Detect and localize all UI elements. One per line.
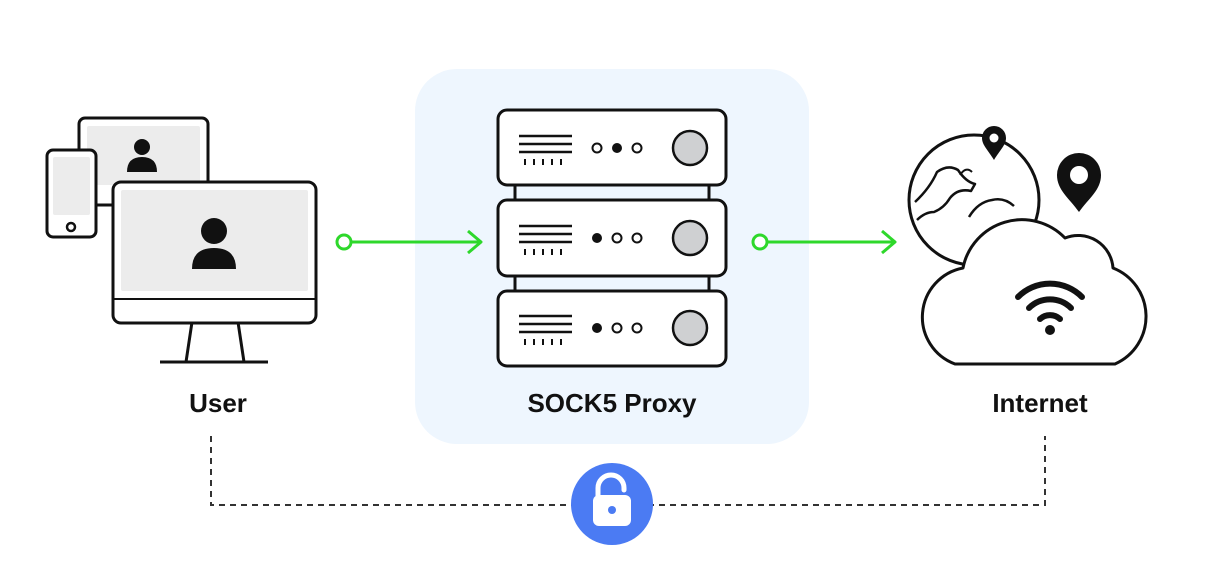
desktop-icon <box>111 180 318 364</box>
wifi-icon <box>1015 280 1085 335</box>
map-pin-icon <box>1057 153 1101 212</box>
user-avatar-icon <box>192 218 236 269</box>
proxy-label: SOCK5 Proxy <box>527 388 697 418</box>
user-label: User <box>189 388 247 418</box>
server-unit-3 <box>496 289 728 368</box>
cloud-icon <box>920 218 1148 366</box>
server-rack-icon <box>496 108 728 368</box>
user-avatar-icon <box>127 139 157 172</box>
unlocked-padlock-icon <box>571 463 653 545</box>
map-pin-icon <box>982 126 1006 160</box>
arrow-proxy-to-internet <box>751 229 897 255</box>
arrow-right-icon <box>881 229 897 255</box>
server-unit-2 <box>496 198 728 278</box>
arrow-user-to-proxy <box>335 229 483 255</box>
arrow-right-icon <box>467 229 483 255</box>
internet-label: Internet <box>992 388 1088 418</box>
server-unit-1 <box>496 108 728 187</box>
phone-icon <box>45 148 98 239</box>
